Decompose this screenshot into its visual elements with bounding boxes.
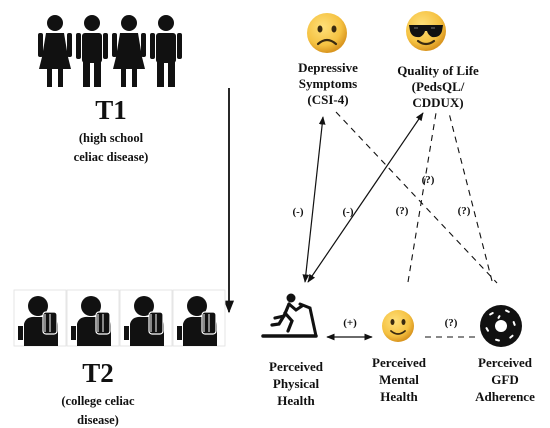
depressive-label-line-1: Depressive (298, 60, 358, 75)
sign-physical-quality: (-) (343, 206, 354, 218)
physical-label-line-1: Perceived (269, 359, 324, 374)
sign-mental-depressive: (?) (396, 205, 409, 217)
physical-depressive-arrow (302, 116, 326, 283)
t2-title: T2 (82, 358, 114, 388)
quality-label-line-1: Quality of Life (397, 63, 479, 78)
t1-title: T1 (95, 95, 127, 125)
donut-icon (480, 305, 522, 347)
gfd-label-line-2: GFD (491, 372, 518, 387)
quality-label-line-2: (PedsQL/ (412, 79, 465, 94)
physical-label-line-2: Physical (273, 376, 320, 391)
t2-caption-line-1: (college celiac (61, 394, 135, 408)
physical-quality-arrow (307, 112, 424, 283)
depressive-label-line-2: Symptoms (299, 76, 358, 91)
treadmill-runner-icon (261, 293, 318, 338)
smiling-face-icon (382, 310, 414, 342)
t2-students-icon (13, 289, 226, 347)
t1-group-icon (38, 15, 182, 87)
sunglasses-face-icon (406, 11, 446, 51)
t1-caption-line-2: celiac disease) (74, 150, 149, 164)
sad-face-icon (307, 13, 347, 53)
gfd-quality-dashed-line (448, 112, 493, 282)
sign-gfd-quality: (?) (458, 205, 471, 217)
gfd-depressive-dashed-line (335, 111, 498, 284)
physical-label-line-3: Health (277, 393, 315, 408)
sign-mental-quality: (?) (422, 174, 435, 186)
quality-label-line-3: CDDUX) (412, 95, 463, 110)
mental-quality-dashed-line (407, 112, 437, 283)
sign-physical-depressive: (-) (293, 206, 304, 218)
mental-label-line-1: Perceived (372, 355, 427, 370)
sign-physical-mental: (+) (343, 317, 357, 329)
t1-caption-line-1: (high school (79, 131, 144, 145)
depressive-label-line-3: (CSI-4) (307, 92, 348, 107)
gfd-label-line-1: Perceived (478, 355, 533, 370)
gfd-label-line-3: Adherence (475, 389, 535, 404)
sign-mental-gfd: (?) (445, 317, 458, 329)
t2-caption-line-2: disease) (77, 413, 119, 427)
mental-label-line-2: Mental (379, 372, 419, 387)
mental-label-line-3: Health (380, 389, 418, 404)
